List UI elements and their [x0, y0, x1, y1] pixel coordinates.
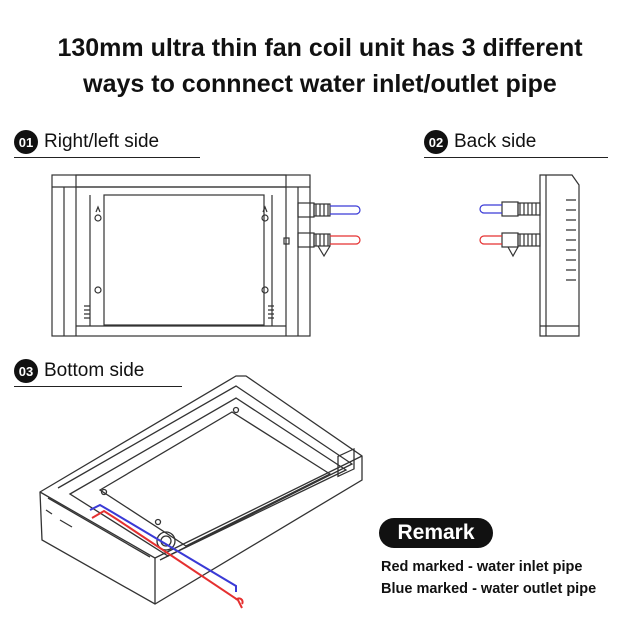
section-bottom-side-label: 03 Bottom side	[14, 359, 182, 387]
section-title: Back side	[454, 131, 537, 152]
bottom-side-pipes	[89, 503, 244, 609]
section-number-badge: 02	[424, 130, 448, 154]
section-back-side-label: 02 Back side	[424, 130, 608, 158]
page-title: 130mm ultra thin fan coil unit has 3 dif…	[0, 30, 640, 102]
section-number-badge: 03	[14, 359, 38, 383]
title-line-2: ways to connnect water inlet/outlet pipe	[83, 70, 557, 98]
section-number-badge: 01	[14, 130, 38, 154]
section-title: Right/left side	[44, 131, 160, 152]
right-left-side-pipe-connectors	[297, 202, 361, 258]
remark-blue-outlet-note: Blue marked - water outlet pipe	[381, 581, 597, 597]
title-line-1: 130mm ultra thin fan coil unit has 3 dif…	[57, 34, 583, 62]
back-side-unit-drawing	[539, 174, 580, 337]
section-title: Bottom side	[44, 360, 145, 381]
remark-red-inlet-note: Red marked - water inlet pipe	[381, 559, 583, 575]
right-left-side-unit-drawing	[51, 174, 311, 337]
remark-heading: Remark	[379, 518, 493, 548]
bottom-side-unit-drawing	[39, 375, 363, 605]
back-side-pipe-connectors	[479, 201, 541, 258]
section-right-left-side-label: 01 Right/left side	[14, 130, 200, 158]
